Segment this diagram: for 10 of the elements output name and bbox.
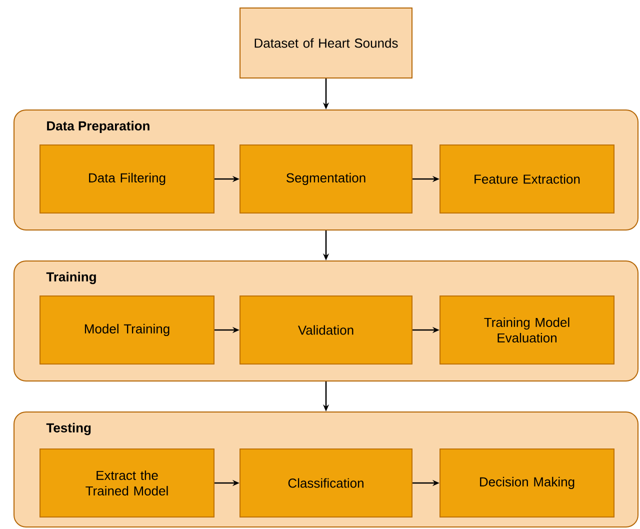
process-box: Dataset of Heart Sounds xyxy=(240,8,412,78)
process-box: Feature Extraction xyxy=(440,144,614,214)
process-box: Data Filtering xyxy=(40,144,214,214)
process-box: Model Training xyxy=(40,295,214,364)
process-box: Validation xyxy=(240,295,412,364)
process-box: Segmentation xyxy=(240,144,412,214)
process-box: Extract the Trained Model xyxy=(40,448,214,518)
process-box: Decision Making xyxy=(440,448,614,518)
process-box: Classification xyxy=(240,448,412,518)
process-box: Training Model Evaluation xyxy=(440,295,614,364)
